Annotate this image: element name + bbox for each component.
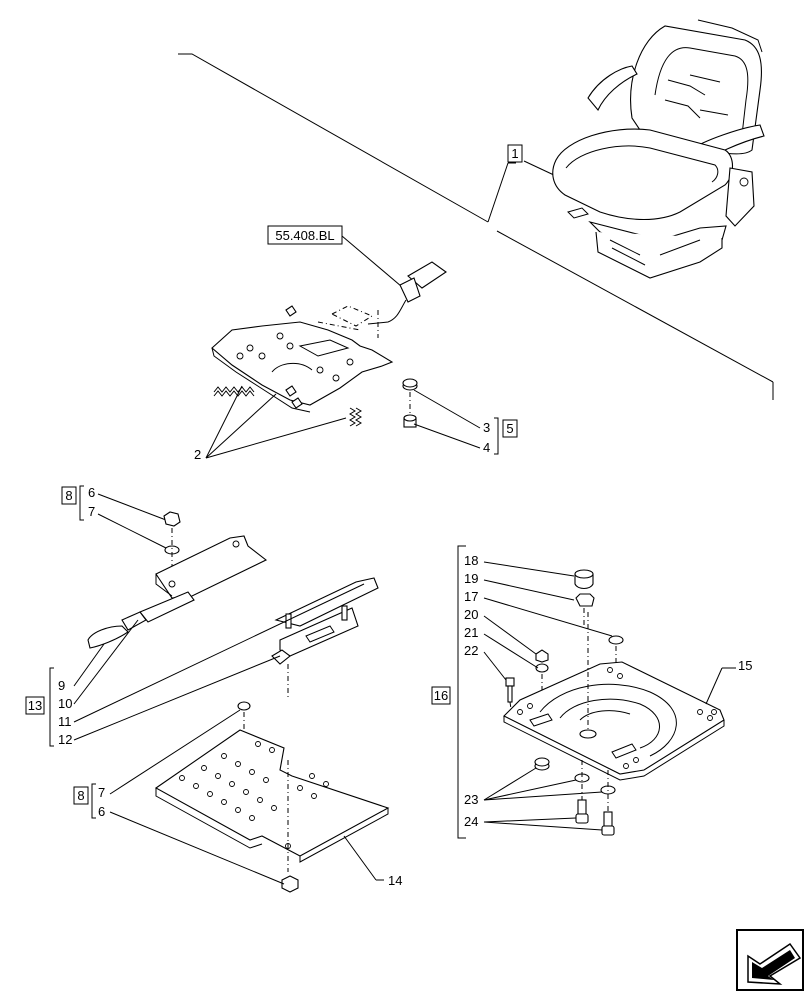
callout-20-label: 20 xyxy=(464,607,478,622)
seat-switch-illustration xyxy=(285,261,447,338)
callout-2-label: 2 xyxy=(194,447,201,462)
callout-14-label: 14 xyxy=(388,873,402,888)
callout-22-label: 22 xyxy=(464,643,478,658)
callout-16-group xyxy=(431,545,466,839)
callout-7b-label: 7 xyxy=(98,785,105,800)
callout-3-label: 3 xyxy=(483,420,490,435)
swivel-top-parts xyxy=(505,569,624,717)
callout-1: 1 xyxy=(507,144,523,163)
seat-frame-lines xyxy=(178,53,774,400)
callout-8-group-top xyxy=(61,485,84,521)
callout-9-12-leaders xyxy=(73,583,365,741)
callout-5-label: 5 xyxy=(506,421,513,436)
callout-11-label: 11 xyxy=(58,714,72,729)
callout-6a-label: 6 xyxy=(88,485,95,500)
callout-23-24-leaders xyxy=(483,767,603,831)
callout-12-label: 12 xyxy=(58,732,72,747)
callout-1-label: 1 xyxy=(511,146,518,161)
reference-link-label[interactable]: 55.408.BL xyxy=(275,228,334,243)
callout-6b-label: 6 xyxy=(98,804,105,819)
callout-23-label: 23 xyxy=(464,792,478,807)
callout-19-label: 19 xyxy=(464,571,478,586)
callout-15-label: 15 xyxy=(738,658,752,673)
seat-mount-plate xyxy=(211,321,394,413)
seat-illustration xyxy=(552,19,765,279)
callout-17-22-leaders xyxy=(483,561,613,681)
swivel-plate-15 xyxy=(503,612,725,781)
callout-8-group-bottom xyxy=(73,783,96,819)
callout-17-label: 17 xyxy=(464,589,478,604)
callout-10-label: 10 xyxy=(58,696,72,711)
washer-bolt-3-4 xyxy=(402,378,481,449)
arrow-navigation-icon[interactable] xyxy=(736,929,804,991)
callout-2-leaders xyxy=(205,385,347,459)
nut-washer-top xyxy=(163,511,181,584)
callout-13-label: 13 xyxy=(28,698,42,713)
callout-18-label: 18 xyxy=(464,553,478,568)
mounting-plate-14 xyxy=(154,701,390,893)
callout-24-label: 24 xyxy=(464,814,478,829)
callout-7a-label: 7 xyxy=(88,504,95,519)
callout-13-group xyxy=(25,667,54,747)
callout-16-label: 16 xyxy=(434,688,448,703)
callout-8b-label: 8 xyxy=(77,788,84,803)
reference-link[interactable]: 55.408.BL xyxy=(267,225,343,245)
callout-8a-label: 8 xyxy=(65,488,72,503)
swivel-bottom-parts xyxy=(534,757,616,836)
callout-4-label: 4 xyxy=(483,440,490,455)
callout-21-label: 21 xyxy=(464,625,478,640)
spring-parts xyxy=(213,386,362,427)
callout-9-label: 9 xyxy=(58,678,65,693)
bracket-3-4 xyxy=(494,417,518,455)
